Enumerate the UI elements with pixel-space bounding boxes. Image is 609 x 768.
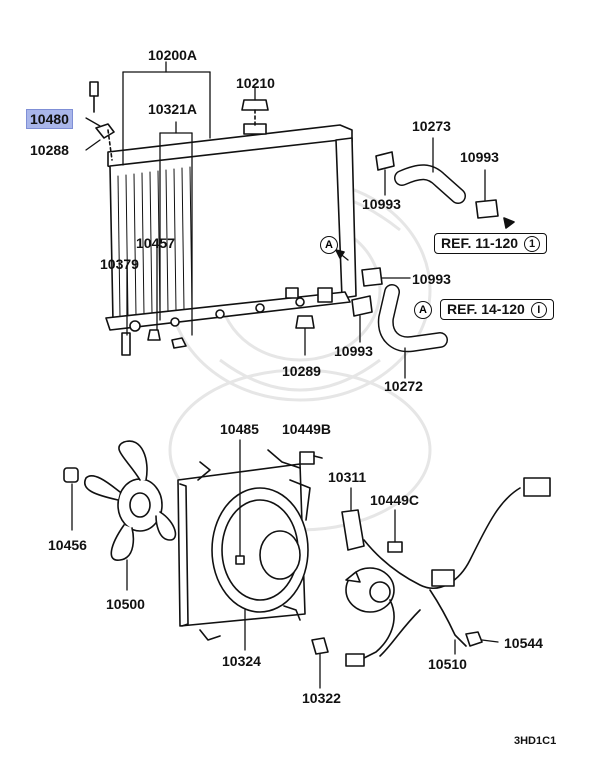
marker-a-lower: A [414,301,432,319]
part-label-10456[interactable]: 10456 [48,537,87,553]
thermo-switch-10322 [311,637,329,689]
part-label-10449b[interactable]: 10449B [282,421,332,437]
ref-circle: 1 [524,236,541,253]
part-label-10510[interactable]: 10510 [428,656,467,672]
hose-clamp-lower-left [351,295,373,343]
fan-shroud [177,449,311,651]
hose-clamp-upper-right [475,169,515,229]
fan-blade [83,440,177,591]
ref-text: REF. 11-120 [441,235,519,251]
part-label-10993-upper-left[interactable]: 10993 [362,196,401,212]
shroud-screw [235,439,245,565]
part-label-10322[interactable]: 10322 [302,690,341,706]
part-label-10288[interactable]: 10288 [30,142,69,158]
part-label-10480-highlighted[interactable]: 10480 [26,109,73,129]
part-label-10457[interactable]: 10457 [136,235,175,251]
part-label-10500[interactable]: 10500 [106,596,145,612]
lower-hose-clamps-left [147,329,187,349]
part-label-10200a[interactable]: 10200A [148,47,198,63]
ref-box-11-120[interactable]: REF. 11-120 1 [434,233,548,255]
wiring-harness [345,477,551,667]
part-label-10289[interactable]: 10289 [282,363,321,379]
part-label-10379[interactable]: 10379 [100,256,139,272]
bolt-10449c [387,509,403,553]
fan-nut [63,467,79,531]
part-label-10311[interactable]: 10311 [328,469,367,485]
part-label-10993-mid[interactable]: 10993 [412,271,451,287]
upper-hose [394,137,466,204]
part-label-10485[interactable]: 10485 [220,421,259,437]
part-label-10273[interactable]: 10273 [412,118,451,134]
part-label-10324[interactable]: 10324 [222,653,261,669]
part-label-10272[interactable]: 10272 [384,378,423,394]
part-label-10449c[interactable]: 10449C [370,492,420,508]
lower-hose [377,284,448,379]
radiator-cap [241,99,269,126]
hose-clamp-lower-right [361,267,411,287]
fan-motor [345,567,395,613]
connector-10311 [341,487,365,551]
part-label-10993-lower[interactable]: 10993 [334,343,373,359]
hose-clamp-upper-left [375,151,395,196]
marker-a-upper: A [320,236,338,254]
ref-circle: I [530,302,547,319]
ref-text: REF. 14-120 [447,301,525,317]
part-label-10321a[interactable]: 10321A [148,101,198,117]
bolt-10449b [299,451,323,465]
part-label-10210[interactable]: 10210 [236,75,275,91]
ref-box-14-120[interactable]: REF. 14-120 I [440,299,554,321]
diagram-code: 3HD1C1 [514,735,557,747]
radiator [89,81,357,356]
part-label-10993-upper-right[interactable]: 10993 [460,149,499,165]
part-label-10544[interactable]: 10544 [504,635,543,651]
